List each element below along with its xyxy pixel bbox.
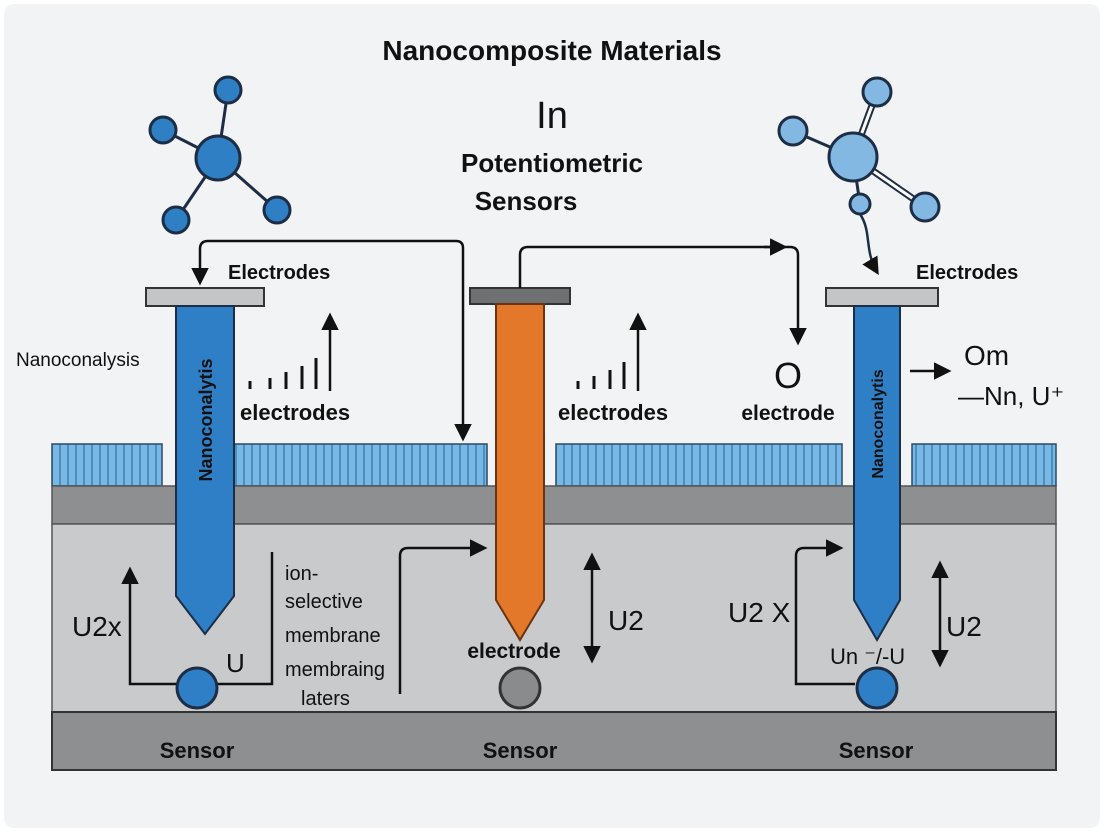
sensor-label-right: Sensor <box>839 738 914 763</box>
electrode-body-right <box>853 305 901 643</box>
membrane-blue-layer-2 <box>230 443 488 487</box>
electrodes-label-left: Electrodes <box>228 262 330 284</box>
ion-selective-line-5: laters <box>301 688 350 710</box>
signal-bars-mid-icon <box>576 362 626 389</box>
electrode-cap-left <box>145 287 265 307</box>
electrode-cap-right <box>825 287 939 307</box>
nn-label: —Nn, U⁺ <box>958 381 1064 411</box>
membrane-blue-layer-1 <box>51 443 163 487</box>
electrodes-small-left: electrodes <box>240 400 350 425</box>
subtitle-in: In <box>536 95 568 137</box>
ion-circle-middle <box>498 666 542 710</box>
molecule-right-icon <box>777 76 941 276</box>
sensor-base-band <box>51 711 1057 771</box>
u2x-left-label: U2x <box>72 611 122 642</box>
u-left-label: U <box>226 648 245 678</box>
circuit-right <box>794 539 855 686</box>
electrode-cap-middle <box>469 287 571 305</box>
electrodes-small-mid: electrodes <box>558 400 668 425</box>
diagram-title: Nanocomposite Materials <box>382 35 721 66</box>
om-label: Om <box>964 340 1009 371</box>
arrow-top-left <box>191 239 472 442</box>
u2-mid-label: U2 <box>608 605 644 636</box>
u2-right-label: U2 <box>946 611 982 642</box>
ion-selective-line-2: selective <box>285 591 363 613</box>
electrode-right-top-label: electrode <box>741 402 834 425</box>
un-right-label: Un ⁻/-U <box>830 644 905 669</box>
electrodes-label-right: Electrodes <box>916 262 1018 284</box>
membrane-blue-layer-3 <box>555 443 843 487</box>
ion-selective-line-1: ion- <box>285 563 318 585</box>
molecule-left-icon <box>148 75 292 235</box>
arrow-to-middle-electrode <box>398 539 488 694</box>
nanoconalysis-side-label: Nanoconalysis <box>16 350 140 371</box>
subtitle-line-2: Sensors <box>475 186 578 216</box>
electrode-body-middle <box>495 303 545 642</box>
ion-selective-line-4: membraing <box>285 659 385 681</box>
arrow-top-right <box>518 245 807 346</box>
ion-circle-right <box>855 666 899 710</box>
circuit-left <box>128 552 274 686</box>
ion-circle-left <box>175 666 219 710</box>
o-symbol: O <box>774 355 802 396</box>
sensor-label-left: Sensor <box>160 738 235 763</box>
sensor-label-middle: Sensor <box>483 738 558 763</box>
ion-selective-line-3: membrane <box>285 625 381 647</box>
u2x-right-label: U2 X <box>728 597 791 628</box>
electrode-mid-label: electrode <box>467 640 560 663</box>
electrode-label-left: Nanoconalytis <box>196 358 216 481</box>
signal-bars-left-icon <box>248 358 318 389</box>
subtitle-line-1: Potentiometric <box>461 148 643 178</box>
electrode-label-right: Nanoconalytis <box>870 369 887 478</box>
membrane-blue-layer-4 <box>911 443 1057 487</box>
